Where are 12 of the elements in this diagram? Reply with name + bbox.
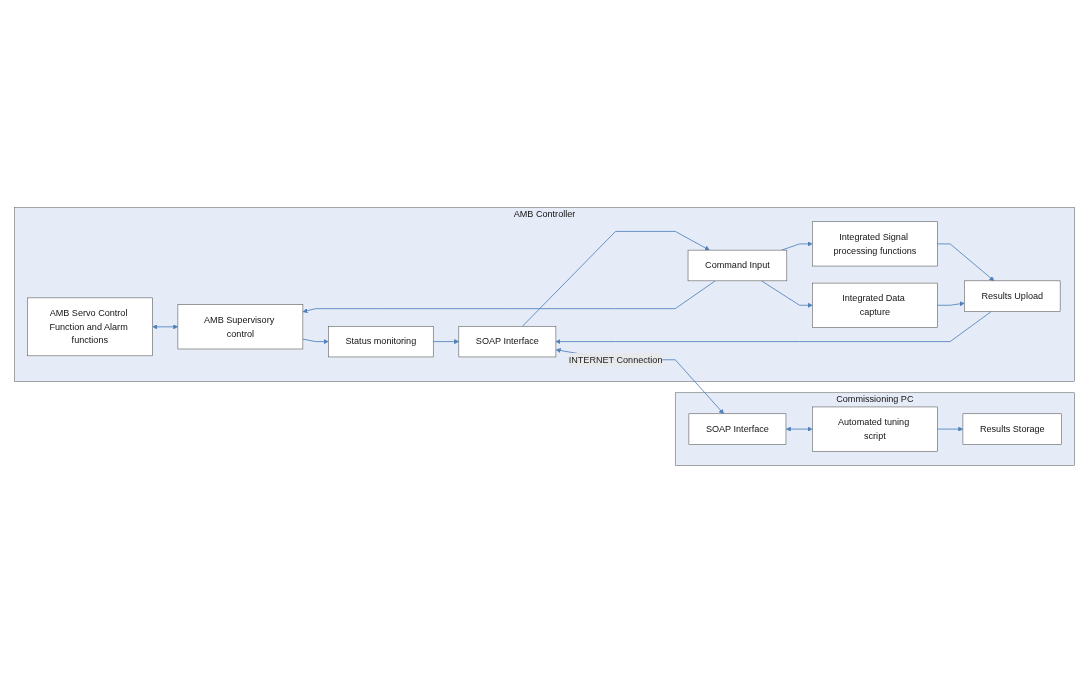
node-box: Automated tuning script (812, 406, 938, 452)
node-box: AMB Supervisory control (177, 304, 304, 350)
node-box: Results Upload (964, 280, 1061, 312)
node-box: Results Storage (962, 413, 1062, 445)
node-box: Integrated Data capture (812, 282, 938, 328)
node-box: SOAP Interface (458, 326, 557, 358)
node-box: SOAP Interface (688, 413, 787, 445)
node-box: Status monitoring (328, 326, 434, 358)
node-box: Command Input (687, 249, 788, 282)
node-box: Integrated Signal processing functions (812, 221, 938, 267)
node-box: AMB Servo Control Function and Alarm functions (27, 297, 153, 357)
edge-label: INTERNET Connection (568, 354, 663, 365)
